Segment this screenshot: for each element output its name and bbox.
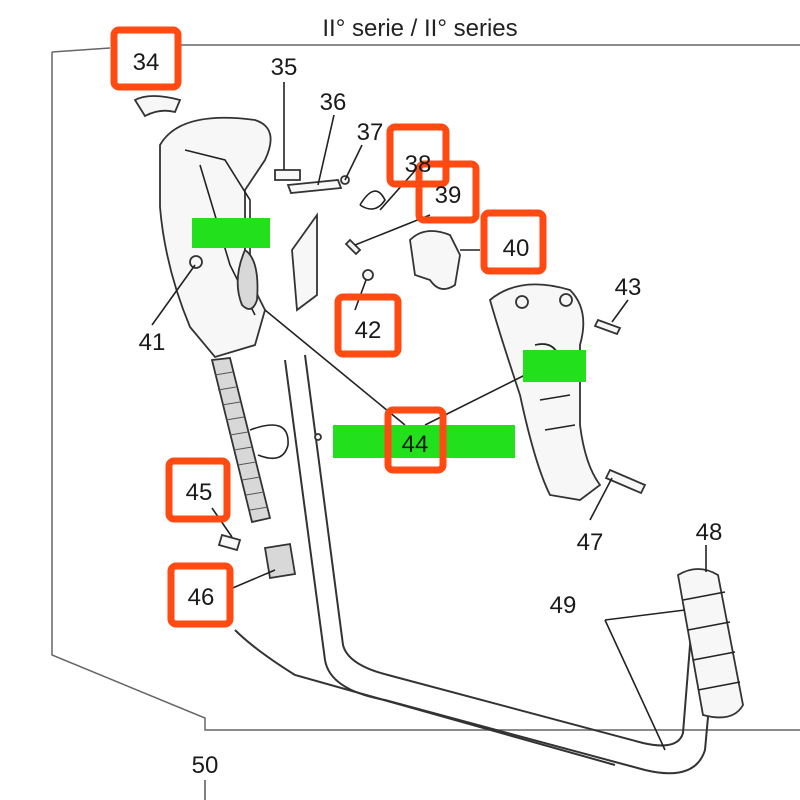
part-35-bracket <box>274 169 301 181</box>
handle-cover <box>488 283 602 501</box>
highlight-box-45 <box>165 457 231 523</box>
part-45-connector <box>217 533 242 552</box>
cable-coil <box>210 357 272 524</box>
diagram-title: II° serie / II° series <box>322 15 517 42</box>
callout-50: 50 <box>192 752 219 779</box>
callout-48: 48 <box>696 519 723 546</box>
part-41-washer <box>189 255 203 269</box>
callout-35: 35 <box>271 54 298 81</box>
callout-39: 39 <box>435 182 462 209</box>
cover-hole-b <box>559 293 573 307</box>
part-40-trigger <box>409 230 461 290</box>
callout-36: 36 <box>320 89 347 116</box>
part-47-screw <box>604 468 647 495</box>
callout-46: 46 <box>188 584 215 611</box>
diagram-frame-top <box>51 44 800 53</box>
callout-45: 45 <box>186 479 213 506</box>
part-38-spring <box>359 190 386 210</box>
highlight-box-39 <box>415 160 480 224</box>
callout-40: 40 <box>503 235 530 262</box>
callout-42: 42 <box>355 317 382 344</box>
part-48-grip <box>677 568 744 719</box>
callout-47: 47 <box>577 529 604 556</box>
switch-plate <box>291 212 318 312</box>
callout-labels: 34 35 36 37 38 39 40 41 42 43 44 45 46 4… <box>133 49 723 779</box>
highlight-box-40 <box>480 209 547 275</box>
part-34-clip <box>133 95 182 118</box>
part-36-lever <box>286 179 343 194</box>
callout-41: 41 <box>139 329 166 356</box>
part-43-screw <box>593 318 622 336</box>
handle-spring-top <box>236 248 259 310</box>
highlight-box-42 <box>334 293 402 358</box>
highlight-box-34 <box>110 26 182 91</box>
frame-tube <box>284 359 716 775</box>
highlight-box-44 <box>384 406 447 474</box>
part-39-screw <box>344 238 362 256</box>
leader-lines <box>151 82 707 751</box>
green-marker-1 <box>192 218 270 248</box>
cable-coil-stripes <box>214 371 269 511</box>
callout-43: 43 <box>615 274 642 301</box>
callout-37: 37 <box>357 119 384 146</box>
green-marker-3 <box>333 425 515 458</box>
green-marker-2 <box>523 350 586 382</box>
frame-tube-hole <box>314 433 322 441</box>
cable-loop <box>249 424 289 460</box>
diagram-frame <box>51 52 800 731</box>
highlight-box-46 <box>167 562 234 628</box>
highlight-boxes <box>110 26 547 628</box>
frame-tube-left <box>234 629 616 766</box>
part-48-grip-ribs <box>682 591 741 691</box>
cover-hole-a <box>515 295 529 309</box>
part-42-ball <box>362 269 374 281</box>
callout-44: 44 <box>402 431 429 458</box>
callout-49: 49 <box>550 592 577 619</box>
frame-tube-outer <box>304 354 692 747</box>
part-46-connector <box>263 542 297 580</box>
callout-38: 38 <box>405 151 432 178</box>
callout-34: 34 <box>133 49 160 76</box>
